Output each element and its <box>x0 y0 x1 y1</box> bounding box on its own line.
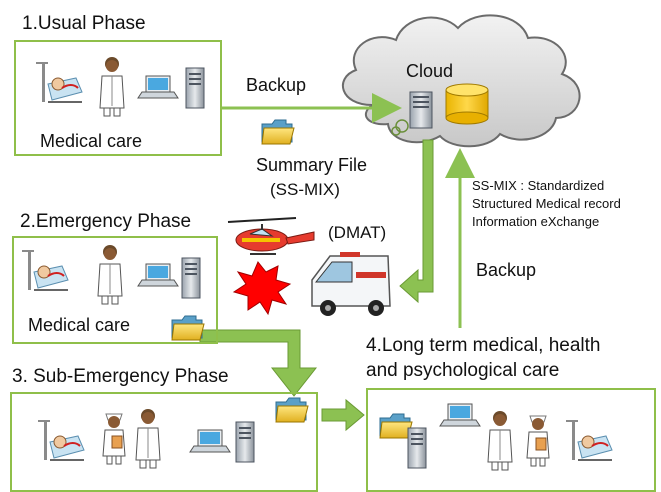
long-term-phase-title-line2: and psychological care <box>366 360 560 381</box>
usual-phase-title: 1.Usual Phase <box>22 13 146 34</box>
usual-care-label: Medical care <box>40 131 143 151</box>
summary-file-label: Summary File <box>256 155 368 175</box>
summary-file-sublabel: (SS-MIX) <box>270 180 340 199</box>
database-icon <box>445 83 489 125</box>
long-term-phase-box <box>366 388 656 492</box>
cloud-label: Cloud <box>406 61 454 81</box>
emergency-phase-title: 2.Emergency Phase <box>20 211 192 232</box>
usual-phase-box <box>14 40 222 156</box>
emergency-care-label: Medical care <box>28 315 131 335</box>
ssmix-definition-line2: Structured Medical record <box>472 196 621 211</box>
flow-arrow-emergency-to-sub <box>199 329 318 397</box>
ssmix-definition-line1: SS-MIX : Standardized <box>472 178 605 193</box>
flow-arrow-sub-to-longterm <box>321 398 365 432</box>
dmat-label: (DMAT) <box>328 223 387 242</box>
ssmix-definition-line3: Information eXchange <box>472 214 600 229</box>
sub-emergency-phase-title: 3. Sub-Emergency Phase <box>12 366 229 387</box>
ambulance-icon <box>311 252 391 316</box>
long-term-phase-title-line1: 4.Long term medical, health <box>366 335 601 356</box>
cloud-shape <box>341 14 581 148</box>
backup-label-top: Backup <box>246 75 307 95</box>
backup-label-right: Backup <box>476 260 537 280</box>
helicopter-icon <box>227 217 315 255</box>
restore-arrow-to-ambulance <box>399 139 434 304</box>
emergency-phase-box <box>12 236 218 344</box>
sub-emergency-phase-box <box>10 392 318 492</box>
summary-folder-icon <box>261 119 295 145</box>
cloud-server-icon <box>391 91 433 136</box>
disaster-burst-icon <box>232 261 292 316</box>
